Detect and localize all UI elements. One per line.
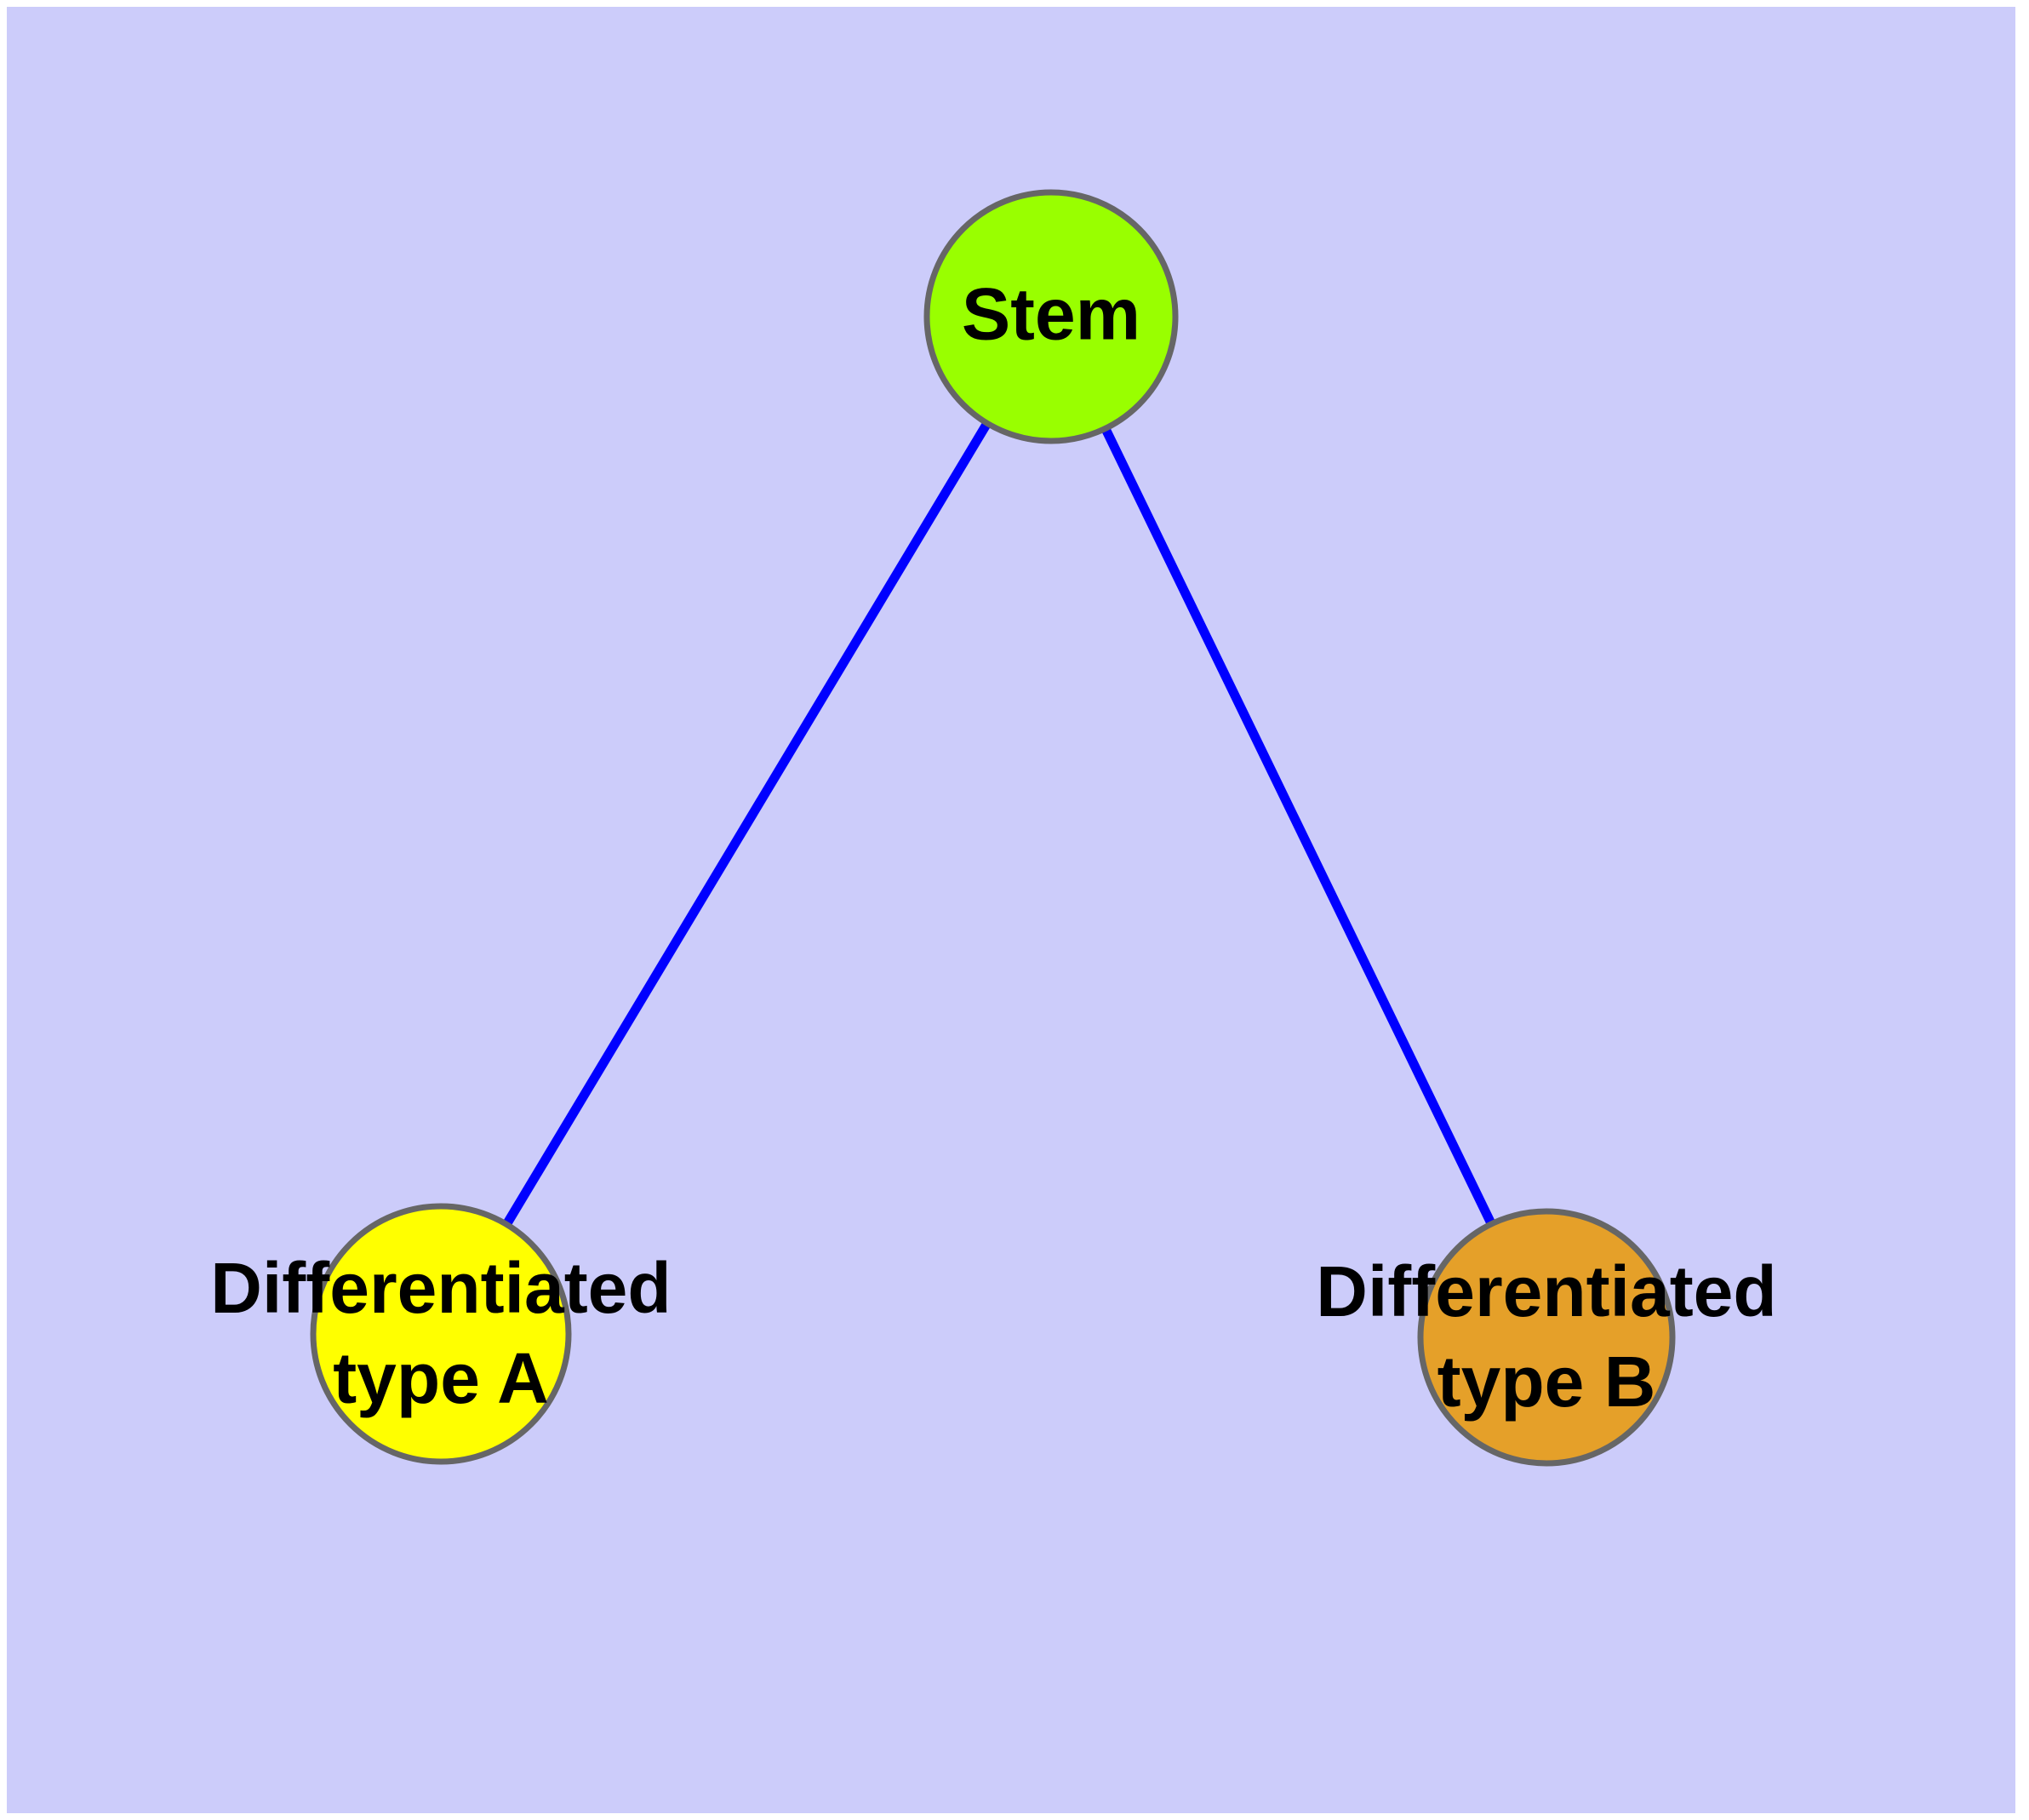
diagram-plot-area: Stem Differentiated type A Differentiate… bbox=[7, 7, 2015, 1813]
edge-stem-to-differentiated-type-a[interactable] bbox=[437, 314, 1055, 1336]
node-differentiated-type-b-circle[interactable] bbox=[1417, 1208, 1676, 1467]
node-stem-circle[interactable] bbox=[923, 189, 1179, 444]
node-differentiated-type-b-label-line-1: Differentiated bbox=[1316, 1251, 1776, 1331]
edge-layer bbox=[437, 314, 1551, 1340]
label-layer: Stem Differentiated type A Differentiate… bbox=[210, 274, 1776, 1422]
node-differentiated-type-a-label-line-2: type A bbox=[333, 1338, 549, 1418]
node-differentiated-type-b-label: Differentiated type B bbox=[1316, 1251, 1776, 1422]
graph-svg: Stem Differentiated type A Differentiate… bbox=[210, 189, 1777, 1467]
node-differentiated-type-a-label-line-1: Differentiated bbox=[210, 1248, 671, 1328]
node-differentiated-type-a-circle[interactable] bbox=[310, 1203, 572, 1465]
node-layer bbox=[310, 189, 1676, 1467]
node-differentiated-type-a-label: Differentiated type A bbox=[210, 1248, 671, 1418]
edge-stem-to-differentiated-type-b[interactable] bbox=[1047, 314, 1551, 1340]
node-differentiated-type-b-label-line-2: type B bbox=[1437, 1342, 1656, 1422]
node-stem-label: Stem bbox=[962, 274, 1140, 356]
